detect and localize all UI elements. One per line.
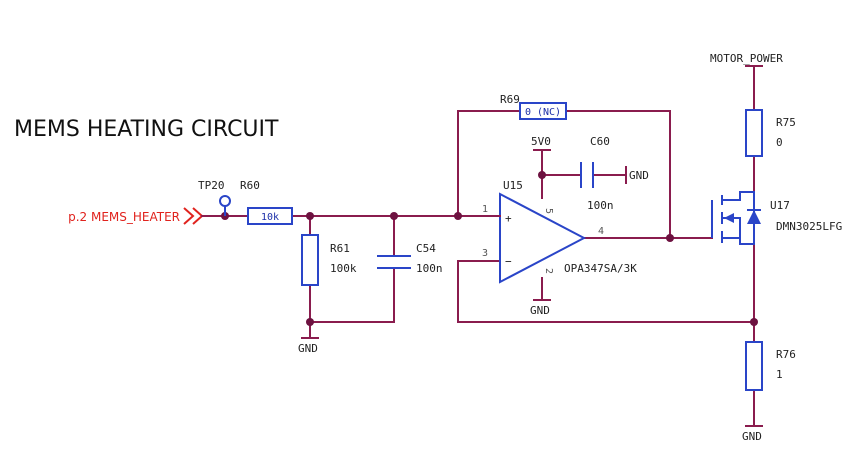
resistor-icon xyxy=(745,341,763,391)
mosfet-arrow-icon xyxy=(724,213,734,223)
ground-label: GND xyxy=(629,169,649,182)
capacitor-c60-ref: C60 xyxy=(590,135,610,148)
supply-5v0: 5V0 xyxy=(531,135,551,151)
resistor-r75[interactable]: R75 0 xyxy=(745,109,796,157)
resistor-r69[interactable]: 0 (NC) R69 xyxy=(500,93,567,120)
capacitor-c54-value: 100n xyxy=(416,262,443,275)
resistor-r69-ref: R69 xyxy=(500,93,520,106)
opamp-part-number: OPA347SA/3K xyxy=(564,262,637,275)
junction-dot xyxy=(666,234,674,242)
wire-r69-left xyxy=(457,110,521,217)
wire-r69-right xyxy=(565,110,671,239)
resistor-icon xyxy=(745,109,763,157)
resistor-r60-value: 10k xyxy=(261,212,279,223)
ground-r61: GND xyxy=(298,337,319,355)
opamp-pin-inv: 3 xyxy=(482,248,488,259)
testpoint-tp20[interactable]: TP20 xyxy=(198,179,231,216)
opamp-triangle-icon xyxy=(499,192,587,284)
resistor-r61-ref: R61 xyxy=(330,242,350,255)
opamp-plus-sign: + xyxy=(505,212,512,225)
offpage-connector-label: p.2 MEMS_HEATER xyxy=(68,210,180,224)
junction-dot xyxy=(538,171,546,179)
offpage-connector[interactable]: p.2 MEMS_HEATER xyxy=(68,207,211,225)
junction-dot xyxy=(454,212,462,220)
double-chevron-icon xyxy=(183,207,204,225)
capacitor-c60-value: 100n xyxy=(587,199,614,212)
capacitor-c54[interactable]: C54 100n xyxy=(377,242,443,275)
opamp-ref: U15 xyxy=(503,179,523,192)
junction-dot xyxy=(750,318,758,326)
opamp-pin-out: 4 xyxy=(598,226,604,237)
junction-dot xyxy=(306,212,314,220)
resistor-icon xyxy=(247,207,293,225)
wire-inv-feedback xyxy=(457,260,755,323)
wires xyxy=(207,65,755,427)
ground-label: GND xyxy=(530,304,550,317)
power-rail-label: MOTOR_POWER xyxy=(710,52,783,65)
capacitor-icon xyxy=(377,255,411,269)
ground-c60: GND xyxy=(625,166,649,184)
resistor-r61-value: 100k xyxy=(330,262,357,275)
mosfet-part-number: DMN3025LFG xyxy=(776,220,842,233)
ground-label: GND xyxy=(298,342,318,355)
resistor-r61[interactable]: R61 100k xyxy=(301,234,357,286)
ground-label: GND xyxy=(742,430,762,443)
testpoint-ref: TP20 xyxy=(198,179,225,192)
resistor-r75-value: 0 xyxy=(776,136,783,149)
mosfet-u17[interactable]: U17 DMN3025LFG xyxy=(711,191,842,245)
resistor-r69-value: 0 (NC) xyxy=(525,107,561,118)
schematic-title: MEMS HEATING CIRCUIT xyxy=(14,117,279,142)
opamp-pin-noninv: 1 xyxy=(482,204,488,215)
resistor-r76[interactable]: R76 1 xyxy=(745,341,796,391)
supply-label: 5V0 xyxy=(531,135,551,148)
junction-dot xyxy=(390,212,398,220)
resistor-r76-ref: R76 xyxy=(776,348,796,361)
ground-opamp: GND xyxy=(530,299,551,317)
testpoint-icon xyxy=(219,195,231,207)
resistor-r60[interactable]: 10k R60 xyxy=(240,179,293,225)
mosfet-source-icon xyxy=(722,232,755,245)
junction-dot xyxy=(306,318,314,326)
mosfet-drain-icon xyxy=(722,191,755,202)
mosfet-ref: U17 xyxy=(770,199,790,212)
ground-r76: GND xyxy=(742,425,763,443)
opamp-pin-vplus: 5 xyxy=(543,208,554,214)
power-rail-motor: MOTOR_POWER xyxy=(710,52,783,67)
capacitor-icon xyxy=(580,162,594,188)
resistor-icon xyxy=(519,102,567,120)
body-diode-icon xyxy=(747,210,761,224)
opamp-minus-sign: − xyxy=(505,255,512,268)
capacitor-c54-ref: C54 xyxy=(416,242,436,255)
capacitor-c60[interactable]: C60 100n xyxy=(580,135,614,212)
resistor-r60-ref: R60 xyxy=(240,179,260,192)
opamp-pin-vminus: 2 xyxy=(543,268,554,274)
resistor-r75-ref: R75 xyxy=(776,116,796,129)
resistor-icon xyxy=(301,234,319,286)
resistor-r76-value: 1 xyxy=(776,368,783,381)
opamp-u15[interactable]: + − 1 3 4 5 2 U15 OPA347SA/3K xyxy=(477,179,637,284)
